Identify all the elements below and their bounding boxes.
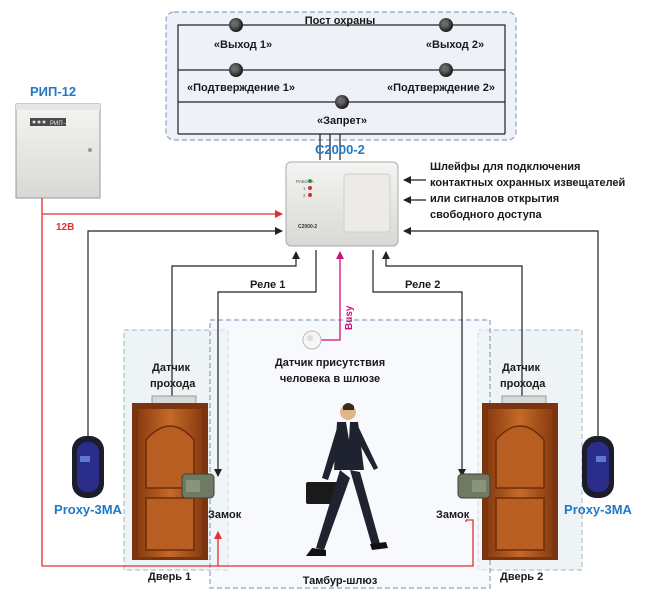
power-supply-title: РИП-12 xyxy=(30,84,76,99)
presence-sensor-label-1: Датчик присутствия xyxy=(275,357,385,369)
svg-text:свободного доступа: свободного доступа xyxy=(430,209,542,221)
presence-sensor-label-2: человека в шлюзе xyxy=(280,373,380,385)
guard-post-wiring xyxy=(177,24,506,160)
pass-sensor-right-label-1: Датчик xyxy=(502,362,540,374)
relay1-label: Реле 1 xyxy=(250,279,285,291)
pass-sensor-right-label-2: прохода xyxy=(500,378,546,390)
pass-sensor-left-label-1: Датчик xyxy=(152,362,190,374)
door2-label: Дверь 2 xyxy=(500,571,543,583)
deny-label: «Запрет» xyxy=(317,115,367,127)
reader-right-label: Proxy-3MA xyxy=(564,502,633,517)
door2 xyxy=(482,395,558,560)
deny-button[interactable] xyxy=(335,95,349,109)
loops-note: Шлейфы для подключения контактных охранн… xyxy=(430,161,625,221)
pass-sensor-left-label-2: прохода xyxy=(150,378,196,390)
confirm2-label: «Подтверждение 2» xyxy=(387,82,495,94)
signal-wiring xyxy=(87,227,599,477)
door1-label: Дверь 1 xyxy=(148,571,191,583)
confirm1-button[interactable] xyxy=(229,63,243,77)
svg-text:Шлейфы для подключения: Шлейфы для подключения xyxy=(430,161,580,173)
exit1-label: «Выход 1» xyxy=(214,39,272,51)
lock-right-label: Замок xyxy=(436,509,470,521)
controller-device xyxy=(285,161,399,247)
guard-post-zone xyxy=(165,11,517,141)
exit2-label: «Выход 2» xyxy=(426,39,484,51)
controller-led-label-2: 2 xyxy=(303,193,306,198)
controller-led-label-1: 1 xyxy=(303,186,306,191)
power-line xyxy=(41,198,474,567)
presence-sensor xyxy=(302,330,322,350)
exit2-button[interactable] xyxy=(439,18,453,32)
controller-led-label-work: РАБОТА xyxy=(296,179,314,184)
reader-right xyxy=(582,436,614,498)
walking-person xyxy=(306,403,388,556)
lock-left xyxy=(181,473,215,499)
power-supply-panel-label: РИП - 12 xyxy=(50,121,75,127)
svg-text:или сигналов открытия: или сигналов открытия xyxy=(430,193,559,205)
reader-left xyxy=(72,436,104,498)
exit1-button[interactable] xyxy=(229,18,243,32)
busy-label: Busy xyxy=(344,305,355,330)
confirm1-label: «Подтверждение 1» xyxy=(187,82,295,94)
loops-arrows xyxy=(403,176,426,204)
guard-post-title: Пост охраны xyxy=(305,15,375,27)
controller-title: С2000-2 xyxy=(315,142,365,157)
controller-panel-label: С2000-2 xyxy=(298,224,317,230)
lock-right xyxy=(457,473,491,499)
relay2-label: Реле 2 xyxy=(405,279,440,291)
power-supply-device xyxy=(15,103,101,199)
confirm2-button[interactable] xyxy=(439,63,453,77)
lock-left-label: Замок xyxy=(208,509,242,521)
door1 xyxy=(132,395,208,560)
voltage-label: 12В xyxy=(56,222,74,233)
busy-line xyxy=(318,251,344,341)
reader-left-label: Proxy-3MA xyxy=(54,502,123,517)
airlock-label: Тамбур-шлюз xyxy=(303,575,378,587)
svg-text:контактных охранных извещателе: контактных охранных извещателей xyxy=(430,177,625,189)
